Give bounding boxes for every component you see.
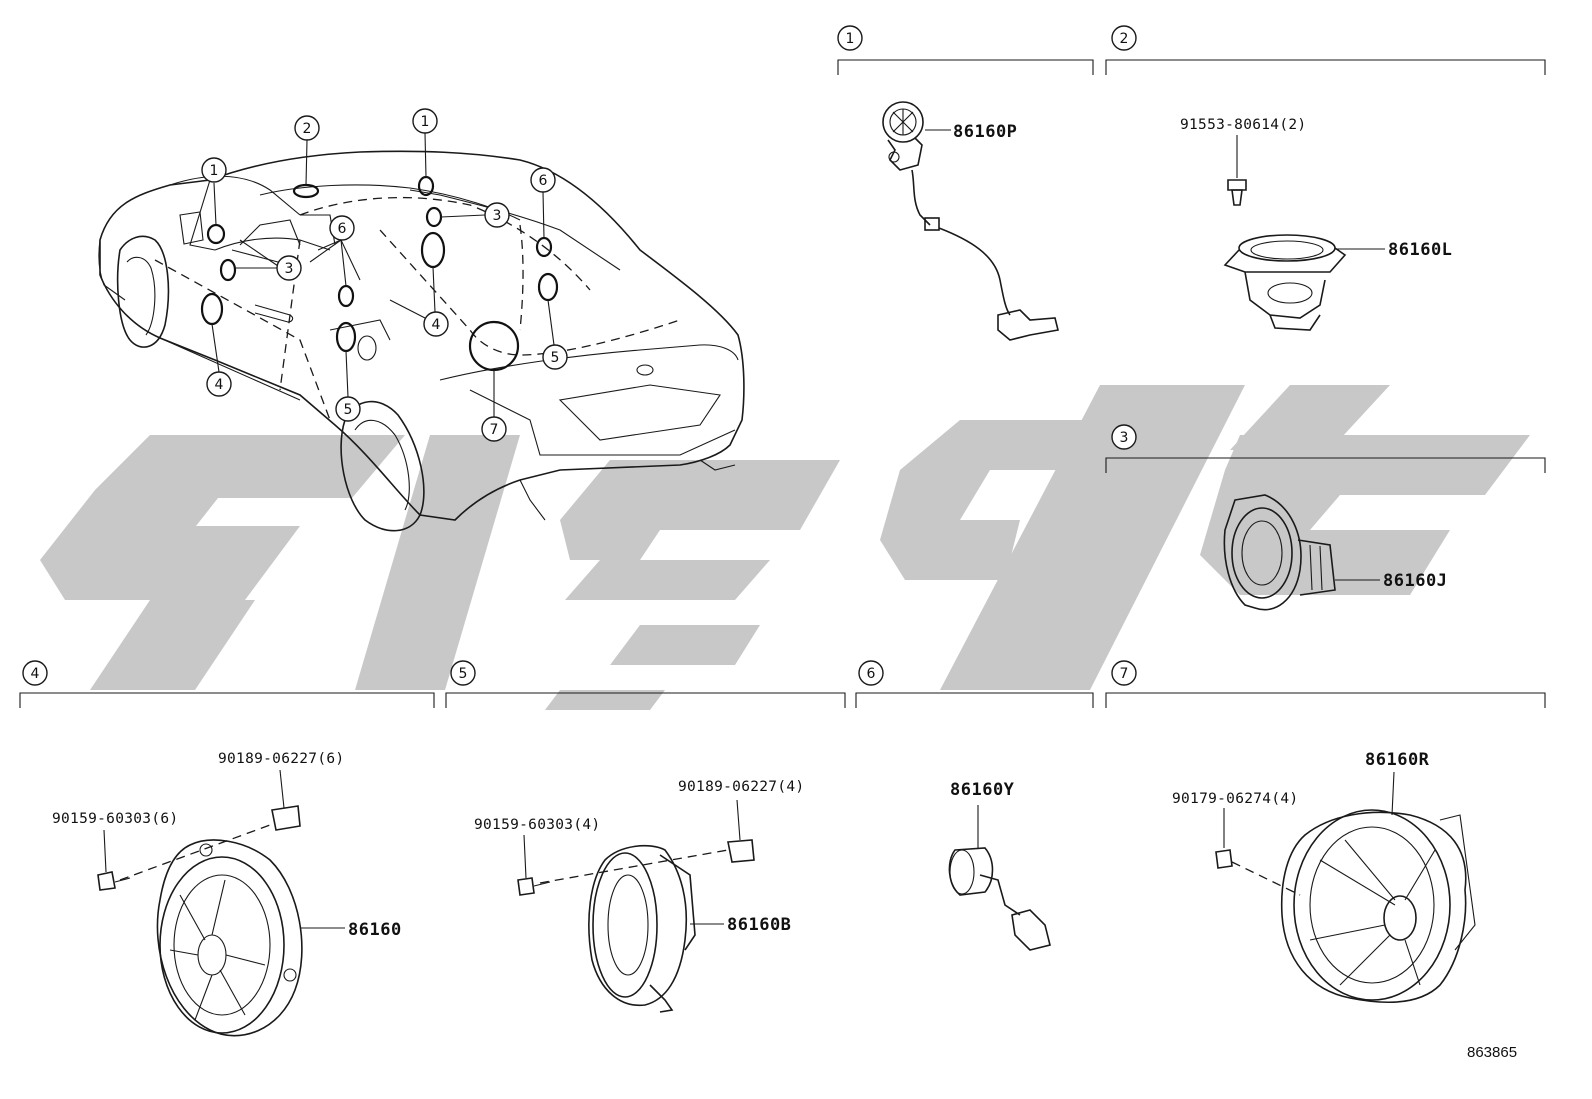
svg-text:4: 4 (31, 666, 40, 682)
svg-text:5: 5 (344, 402, 353, 418)
svg-text:3: 3 (493, 208, 502, 224)
section-3-label: 3 (1111, 424, 1137, 450)
part-91553-80614: 91553-80614(2) (1180, 117, 1306, 133)
section-3-speaker-86160J (1223, 494, 1380, 611)
svg-text:7: 7 (1120, 666, 1129, 682)
callout-5a: 5 (542, 344, 568, 370)
section-2-speaker-86160L (1223, 135, 1385, 331)
svg-text:6: 6 (867, 666, 876, 682)
callout-4b: 4 (423, 311, 449, 337)
part-86160Y: 86160Y (950, 780, 1015, 800)
callout-6a: 6 (329, 215, 355, 241)
part-86160B: 86160B (727, 915, 791, 935)
section-1-tweeter-86160P (882, 101, 1059, 341)
svg-text:1: 1 (846, 31, 855, 47)
svg-text:1: 1 (421, 114, 430, 130)
callout-4a: 4 (206, 371, 232, 397)
part-90179-06274-4: 90179-06274(4) (1172, 791, 1298, 807)
callout-leaders (211, 132, 555, 417)
part-86160: 86160 (348, 920, 402, 940)
callout-2: 2 (294, 115, 320, 141)
svg-text:6: 6 (539, 173, 548, 189)
section-labels: 1 2 3 4 5 6 7 (22, 25, 1137, 686)
callout-3a: 3 (484, 202, 510, 228)
part-86160R: 86160R (1365, 750, 1430, 770)
callout-6b: 6 (530, 167, 556, 193)
callout-1a: 1 (201, 157, 227, 183)
svg-text:6: 6 (338, 221, 347, 237)
callout-1b: 1 (412, 108, 438, 134)
svg-text:5: 5 (459, 666, 468, 682)
svg-text:7: 7 (490, 422, 499, 438)
part-90189-06227-4: 90189-06227(4) (678, 779, 804, 795)
callout-7: 7 (481, 416, 507, 442)
section-4-label: 4 (22, 660, 48, 686)
svg-text:2: 2 (1120, 31, 1129, 47)
svg-text:3: 3 (285, 261, 294, 277)
part-90189-06227-6: 90189-06227(6) (218, 751, 344, 767)
section-2-label: 2 (1111, 25, 1137, 51)
watermark-logo (40, 385, 1530, 710)
part-90159-60303-4: 90159-60303(4) (474, 817, 600, 833)
section-5-label: 5 (450, 660, 476, 686)
callout-5b: 5 (335, 396, 361, 422)
section-6-speaker-86160Y (948, 805, 1051, 951)
section-1-label: 1 (837, 25, 863, 51)
car-callouts: 1 2 1 3 3 6 6 4 4 5 5 7 (201, 108, 568, 442)
section-brackets (19, 59, 1546, 708)
part-90159-60303-6: 90159-60303(6) (52, 811, 178, 827)
part-86160P: 86160P (953, 122, 1017, 142)
svg-text:2: 2 (303, 121, 312, 137)
part-86160J: 86160J (1383, 571, 1447, 591)
section-5-speaker-86160B (517, 799, 755, 1013)
part-86160L: 86160L (1388, 240, 1452, 260)
svg-text:3: 3 (1120, 430, 1129, 446)
reference-number: 863865 (1467, 1044, 1517, 1061)
callout-3b: 3 (276, 255, 302, 281)
svg-text:1: 1 (210, 163, 219, 179)
section-7-speaker-86160R (1215, 771, 1476, 1004)
svg-text:4: 4 (215, 377, 224, 393)
svg-text:4: 4 (432, 317, 441, 333)
section-6-label: 6 (858, 660, 884, 686)
section-4-speaker-86160 (97, 769, 345, 1037)
section-7-label: 7 (1111, 660, 1137, 686)
svg-text:5: 5 (551, 350, 560, 366)
